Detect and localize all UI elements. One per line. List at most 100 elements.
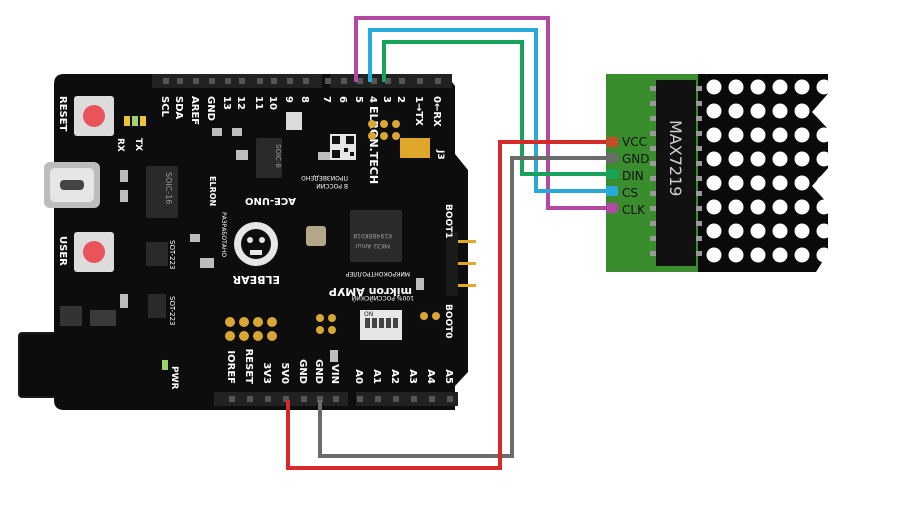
- developed-brand: ELRON: [208, 176, 217, 206]
- smd-components: [120, 112, 424, 362]
- header-pin-label: A4: [425, 369, 436, 384]
- matrix-led: [706, 247, 722, 263]
- boot1-label: BOOT1: [443, 204, 453, 239]
- boot-pins[interactable]: [446, 232, 476, 296]
- wire-vcc[interactable]: [286, 140, 612, 470]
- matrix-led: [750, 103, 766, 119]
- header-pin-label: A2: [389, 369, 400, 384]
- matrix-led: [772, 103, 788, 119]
- header-pin-label: SCL: [159, 96, 170, 118]
- pin-din[interactable]: [606, 169, 618, 179]
- module-pins: [606, 137, 618, 213]
- mcu-chip-text-1: MK32 Amur: [355, 242, 390, 249]
- header-pin-label: SDA: [173, 96, 184, 120]
- header-pin-label: VIN: [329, 364, 340, 384]
- made-in-label: 100% РОССИЙСКИЙ: [352, 294, 414, 301]
- j3-jumper[interactable]: [400, 138, 430, 158]
- header-pin-label: 6: [337, 96, 348, 103]
- matrix-led: [728, 151, 744, 167]
- header-pin-label: GND: [297, 359, 308, 384]
- matrix-led: [772, 223, 788, 239]
- sot223-regulator-2: [148, 294, 166, 318]
- elbear-logo: [234, 222, 278, 266]
- header-pin-label: 4: [367, 96, 378, 103]
- mcu-desc: МИКРОКОНТРОЛЛЕР: [345, 270, 410, 277]
- matrix-led: [772, 127, 788, 143]
- header-pin-label: 0←RX: [431, 96, 442, 127]
- matrix-led: [794, 175, 810, 191]
- matrix-led: [794, 151, 810, 167]
- sot223-regulator-1: [146, 242, 168, 266]
- pin-label-cs: CS: [622, 186, 638, 200]
- wire-clk[interactable]: [354, 16, 612, 210]
- brand-line-3: В РОССИИ: [316, 182, 348, 189]
- matrix-led: [794, 199, 810, 215]
- max7219-chip: [656, 80, 696, 266]
- matrix-led: [728, 247, 744, 263]
- mcu-chip-text-2: K1948BK018: [353, 232, 392, 239]
- matrix-led: [750, 247, 766, 263]
- mcu-brand: mikron АМУР: [329, 285, 412, 298]
- matrix-led: [772, 79, 788, 95]
- pwr-led: [162, 360, 168, 370]
- header-pin-label: RESET: [243, 349, 254, 385]
- header-pin-label: 13: [221, 96, 232, 110]
- led-label-tx: TX: [133, 138, 143, 151]
- matrix-led: [772, 199, 788, 215]
- matrix-led: [794, 223, 810, 239]
- soic16-chip: [146, 166, 178, 218]
- matrix-led: [728, 199, 744, 215]
- brand-line-2: ПРОИЗВЕДЕНО: [301, 174, 348, 181]
- capacitor: [60, 306, 82, 326]
- matrix-led: [728, 79, 744, 95]
- header-pin-label: A5: [443, 369, 454, 384]
- dip-on-label: ON: [364, 311, 373, 318]
- header-pin-label: 8: [299, 96, 310, 103]
- qr-code: [330, 134, 356, 160]
- led-matrix: [698, 74, 828, 272]
- matrix-led: [728, 103, 744, 119]
- model-label: ACE-UNO: [245, 195, 296, 206]
- matrix-led: [750, 223, 766, 239]
- wire-gnd[interactable]: [318, 156, 612, 458]
- matrix-led: [816, 79, 832, 95]
- header-pin-label: 11: [253, 96, 264, 110]
- soic8-flash: [256, 138, 282, 178]
- maker-label: ELBEAR: [232, 273, 280, 286]
- header-pin-label: 3V3: [261, 362, 272, 384]
- pwr-label: PWR: [169, 366, 179, 390]
- matrix-led: [772, 175, 788, 191]
- matrix-led: [794, 247, 810, 263]
- header-pin-label: A1: [371, 369, 382, 384]
- bottom-header-left: [214, 392, 348, 406]
- matrix-led: [750, 151, 766, 167]
- header-pin-label: A3: [407, 369, 418, 384]
- pin-clk[interactable]: [606, 203, 618, 213]
- led-label-rx: RX: [115, 138, 125, 152]
- matrix-led: [816, 151, 832, 167]
- user-label: USER: [57, 236, 68, 266]
- pin-vcc[interactable]: [606, 137, 618, 147]
- torn-edge: [812, 74, 906, 272]
- pin-cs[interactable]: [606, 186, 618, 196]
- header-pin-label: 5: [353, 96, 364, 103]
- pin-label-vcc: VCC: [622, 135, 647, 149]
- header-pin-label: 5V0: [279, 362, 290, 384]
- sot223-label-2: SOT-223: [168, 296, 176, 325]
- header-pin-label: 10: [267, 96, 278, 110]
- header-pin-label: 7: [321, 96, 332, 103]
- matrix-led: [706, 199, 722, 215]
- pin-label-clk: CLK: [622, 203, 646, 217]
- matrix-led: [794, 127, 810, 143]
- header-pin-label: GND: [313, 359, 324, 384]
- soic8-label: SOIC-8: [274, 144, 282, 168]
- max7219-module: MAX7219 VCC GND DIN CS CLK: [606, 74, 906, 272]
- header-pin-label: IOREF: [225, 350, 236, 384]
- wire-cs[interactable]: [368, 28, 612, 193]
- wire-din[interactable]: [382, 40, 612, 176]
- j3-label: J3: [435, 149, 445, 160]
- wires: [286, 16, 612, 470]
- pin-gnd[interactable]: [606, 153, 618, 163]
